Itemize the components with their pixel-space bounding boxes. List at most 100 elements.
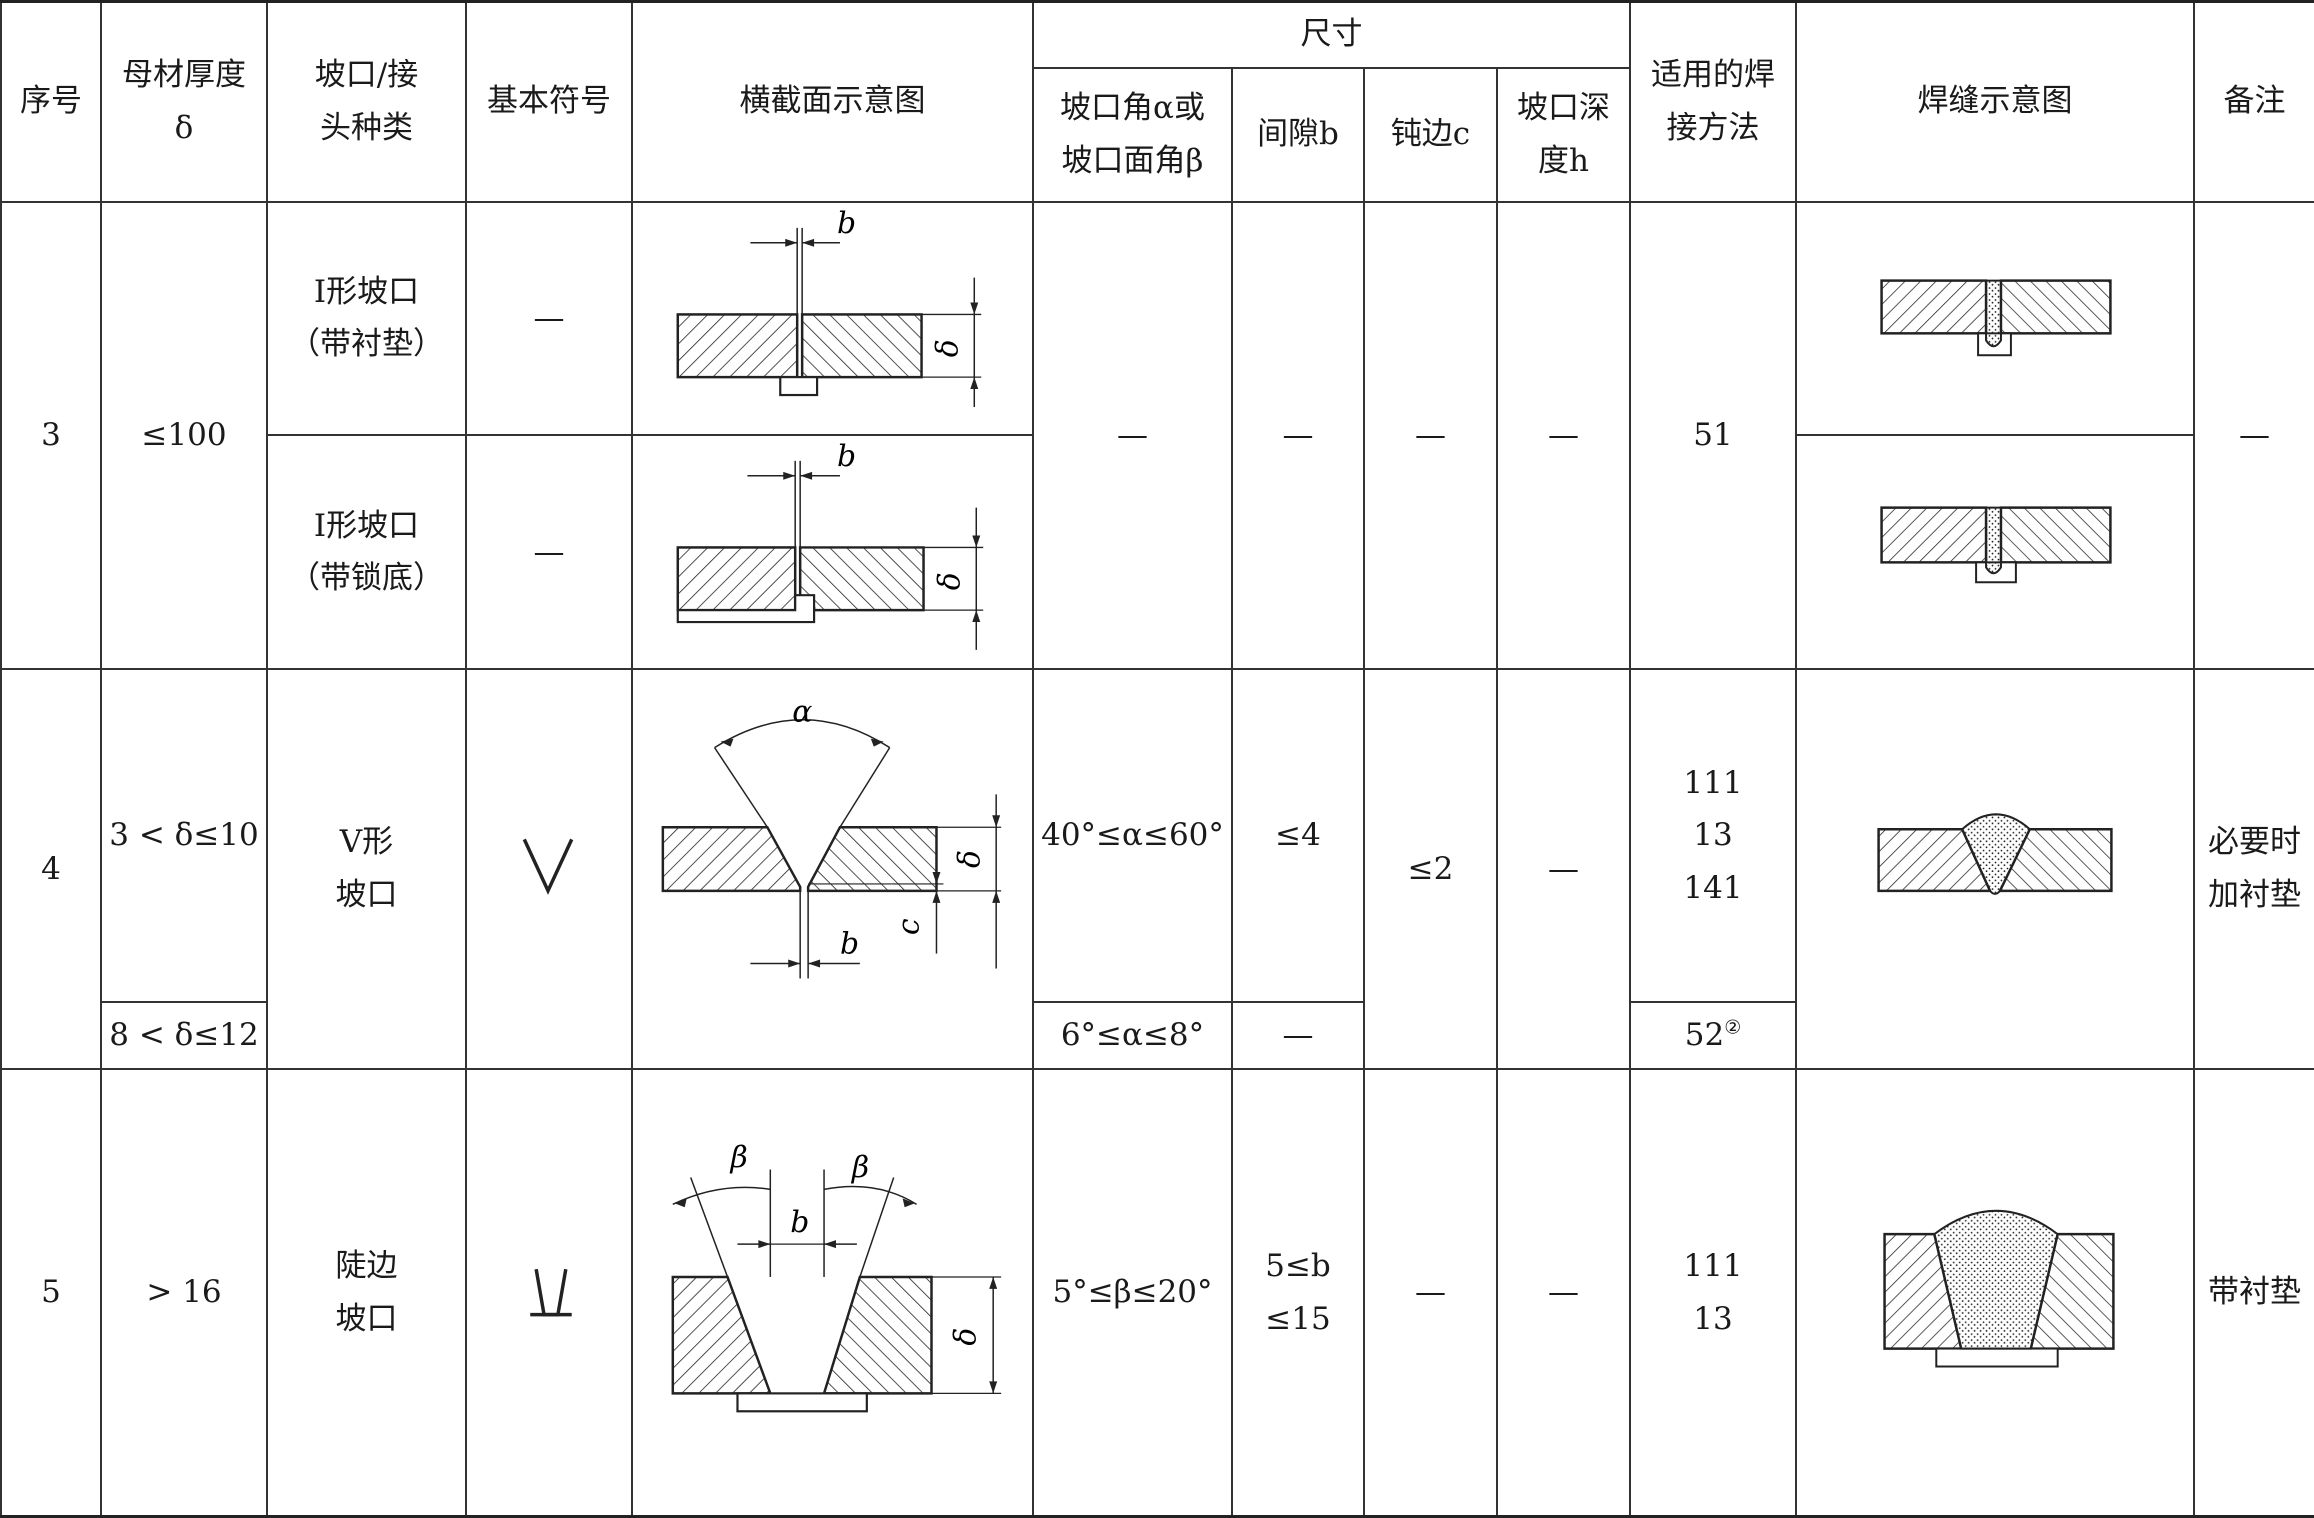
plate-left: [661, 826, 802, 893]
row4a-method-1: 111: [1683, 764, 1743, 801]
row4b-method: 52②: [1629, 1001, 1797, 1071]
header-remark: 备注: [2193, 0, 2314, 203]
row4-remark-line2: 加衬垫: [2208, 877, 2301, 914]
header-methods: 适用的焊接方法: [1629, 0, 1797, 203]
row4-remark-line1: 必要时: [2208, 824, 2301, 861]
gap-label: b: [837, 439, 856, 474]
i-groove-backing-cross-section: b δ: [676, 205, 982, 407]
header-cross-section: 横截面示意图: [631, 0, 1034, 203]
row3b-symbol: —: [465, 434, 633, 671]
row5-weld-sketch: [1795, 1068, 2195, 1518]
plate-right-lock: [1999, 506, 2112, 564]
plate-right: [800, 312, 923, 378]
row4-groove-type: V形 坡口: [266, 668, 467, 1071]
row3b-groove-type: I形坡口 （带锁底）: [266, 434, 467, 671]
thickness-label: δ: [932, 573, 967, 591]
weld-bead: [1985, 279, 2002, 347]
angle-label-left: β: [730, 1141, 748, 1176]
weld-bead: [1985, 506, 2002, 575]
row3a-type-line1: I形坡口: [313, 273, 420, 310]
header-depth: 坡口深度h: [1496, 66, 1631, 203]
row5-seq: 5: [0, 1068, 102, 1518]
lock-lip: [676, 594, 816, 624]
row5-angle: 5°≤β≤20°: [1032, 1068, 1233, 1518]
root-face-label: c: [892, 918, 927, 935]
plate-left: [1880, 278, 1988, 335]
backing-strip: [1935, 1347, 2059, 1368]
row4a-angle: 40°≤α≤60°: [1032, 668, 1233, 1004]
plate-right: [806, 826, 938, 893]
row4b-gap: —: [1231, 1001, 1365, 1071]
thickness-label: δ: [952, 850, 987, 868]
row5-methods: 111 13: [1629, 1068, 1797, 1518]
row3b-type-line2: （带锁底）: [289, 560, 444, 597]
row5-symbol: [465, 1068, 633, 1518]
row3-thickness: ≤100: [100, 200, 268, 671]
backing-strip: [779, 375, 819, 396]
backing-strip: [736, 1392, 868, 1413]
row3-method: 51: [1629, 200, 1797, 671]
header-basic-symbol: 基本符号: [465, 0, 633, 203]
row3b-type-line1: I形坡口: [313, 507, 420, 544]
i-groove-lock-cross-section: b δ: [676, 439, 984, 651]
row3-angle: —: [1032, 200, 1233, 671]
row3-gap: —: [1231, 200, 1365, 671]
row3-remark: —: [2193, 200, 2314, 671]
row4b-thickness: 8 < δ≤12: [100, 1001, 268, 1071]
header-groove-type: 坡口/接头种类: [266, 0, 467, 203]
row5-groove-type: 陡边 坡口: [266, 1068, 467, 1518]
row3-seq: 3: [0, 200, 102, 671]
angle-label-right: β: [851, 1151, 869, 1186]
row4-symbol: [465, 668, 633, 1071]
weld-bead: [1960, 813, 2032, 896]
header-dimensions: 尺寸: [1032, 0, 1631, 69]
plate-right: [822, 1275, 933, 1395]
gap-label: b: [837, 205, 856, 240]
row5-depth: —: [1496, 1068, 1631, 1518]
v-groove-cross-section: α b δ c: [661, 695, 1002, 979]
row4-seq: 4: [0, 668, 102, 1071]
gap-label: b: [840, 927, 859, 962]
plate-left: [1880, 506, 1988, 564]
row4-depth: —: [1496, 668, 1631, 1071]
row4-type-line2: 坡口: [335, 877, 398, 914]
header-weld-sketch: 焊缝示意图: [1795, 0, 2195, 203]
row3b-weld-sketch: [1795, 434, 2195, 671]
row3b-cross-section: b δ: [631, 434, 1034, 671]
row3a-groove-type: I形坡口 （带衬垫）: [266, 200, 467, 437]
row4-root-face: ≤2: [1363, 668, 1498, 1071]
row5-type-line1: 陡边: [335, 1247, 398, 1284]
row4-type-line1: V形: [339, 824, 394, 861]
steep-flank-cross-section: β β b δ: [671, 1141, 1002, 1413]
header-gap: 间隙b: [1231, 66, 1365, 203]
steep-flank-symbol-icon: [530, 1269, 572, 1317]
plate-right: [1999, 278, 2112, 335]
row4b-method-value: 52: [1684, 1017, 1725, 1054]
row5-gap-line2: ≤15: [1265, 1300, 1331, 1337]
angle-label: α: [792, 695, 812, 730]
row4a-method-2: 13: [1693, 817, 1733, 854]
row5-gap: 5≤b ≤15: [1231, 1068, 1365, 1518]
v-groove-weld: [1877, 813, 2113, 896]
row5-remark: 带衬垫: [2193, 1068, 2314, 1518]
row3-depth: —: [1496, 200, 1631, 671]
row3a-type-line2: （带衬垫）: [289, 326, 444, 363]
row4-remark: 必要时 加衬垫: [2193, 668, 2314, 1071]
plate-left: [671, 1275, 773, 1395]
row5-thickness: > 16: [100, 1068, 268, 1518]
plate-left: [676, 546, 797, 612]
thickness-label: δ: [948, 1328, 983, 1346]
header-root-face: 钝边c: [1363, 66, 1498, 203]
row4-cross-section: α b δ c: [631, 668, 1034, 1071]
row4a-gap: ≤4: [1231, 668, 1365, 1004]
row5-method-1: 111: [1683, 1247, 1743, 1284]
header-thickness: 母材厚度δ: [100, 0, 268, 203]
header-angle: 坡口角α或坡口面角β: [1032, 66, 1233, 203]
row5-method-2: 13: [1693, 1300, 1733, 1337]
plate-left: [676, 312, 799, 378]
header-seq: 序号: [0, 0, 102, 203]
row5-root-face: —: [1363, 1068, 1498, 1518]
thickness-label: δ: [930, 339, 965, 357]
